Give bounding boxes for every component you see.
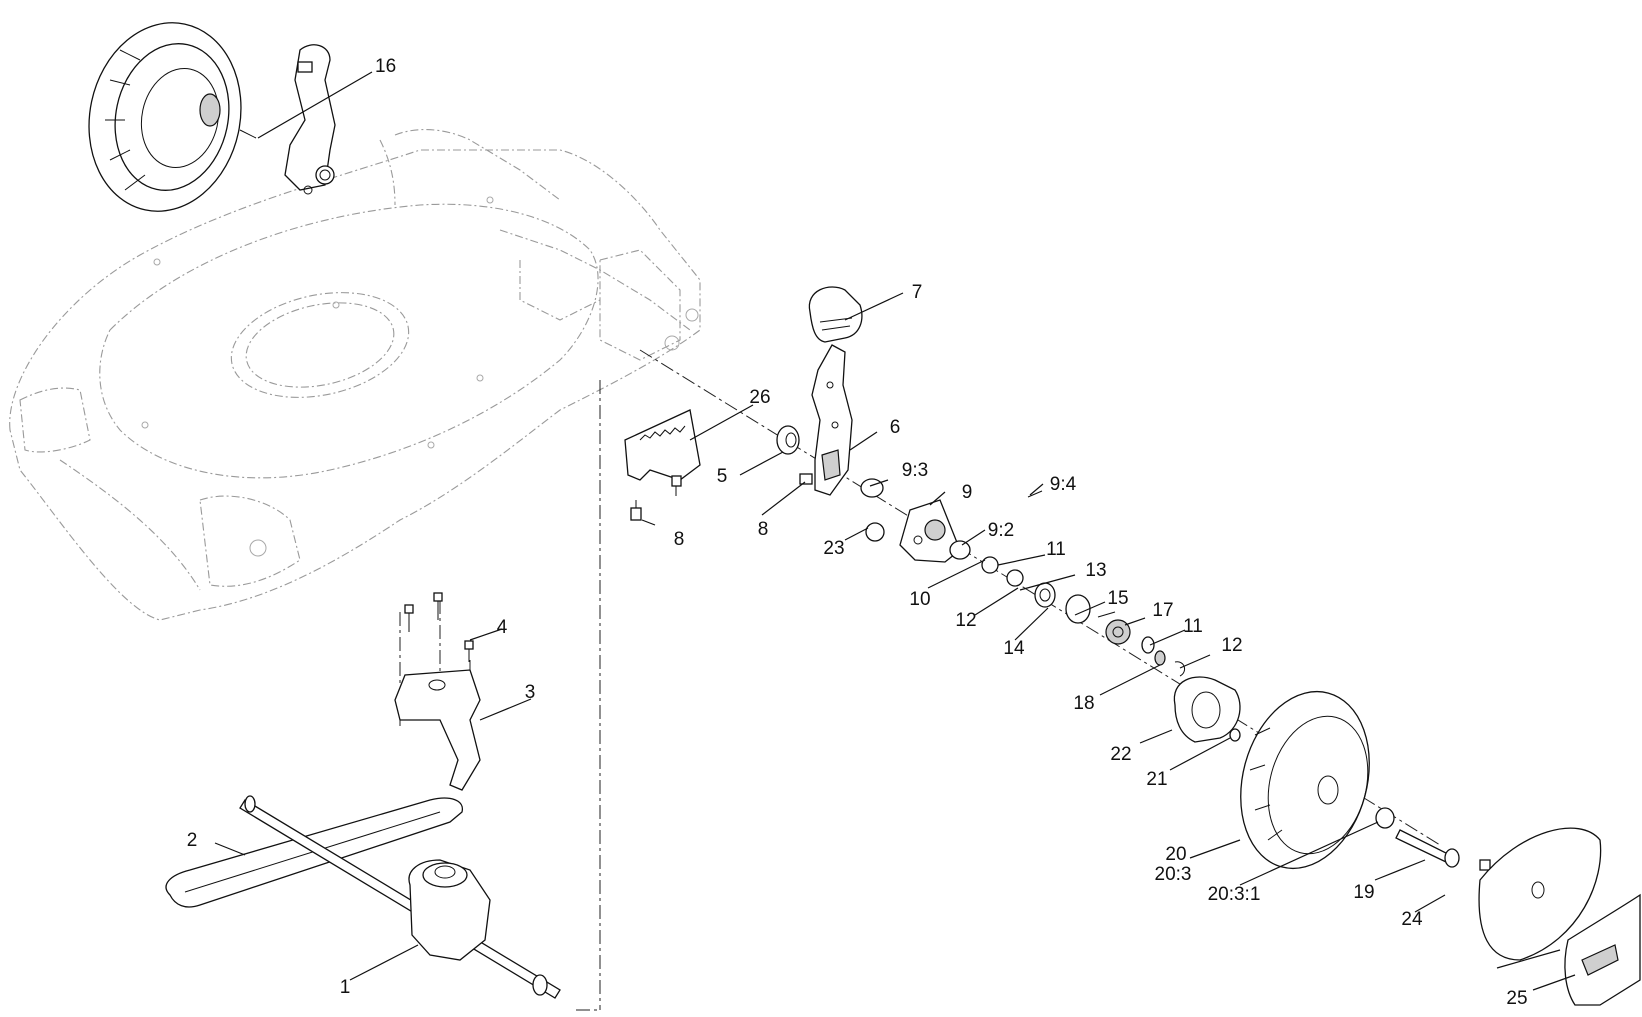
callout-8-right: 8 [758,519,769,540]
callout-13: 13 [1085,560,1106,581]
callout-labels: 16 7 26 6 5 9:3 9 9:4 8 8 23 9:2 11 13 1… [187,56,1528,1009]
callout-22: 22 [1110,744,1131,765]
transmission-and-belt [165,795,561,999]
front-wheel [1240,690,1395,870]
callout-16: 16 [375,56,396,77]
callout-3: 3 [525,682,536,703]
callout-23: 23 [823,538,844,559]
callout-26: 26 [749,387,770,408]
callout-25: 25 [1506,988,1527,1009]
leader-lines [214,71,1576,991]
height-lever-grip [808,286,863,343]
belt-cover-bracket [394,592,481,791]
height-lever-plate [811,344,853,496]
bolts [630,473,813,521]
drive-hardware [981,556,1186,677]
callout-10: 10 [909,589,930,610]
callout-11-upper: 11 [1046,539,1066,560]
gear-housing-cap [1173,676,1241,743]
callout-15: 15 [1107,588,1128,609]
callout-18: 18 [1073,693,1094,714]
callout-2: 2 [187,830,198,851]
callout-20: 20 [1165,844,1186,865]
hubcap-insert [1564,893,1641,1006]
callout-7: 7 [912,282,923,303]
mower-deck-phantom [9,129,701,621]
rear-wheel-assembly [88,22,336,212]
callout-20-3: 20:3 [1155,864,1192,885]
callout-14: 14 [1003,638,1025,659]
index-plate [624,409,701,481]
callout-11-lower: 11 [1183,616,1203,637]
callout-20-3-1: 20:3:1 [1208,884,1261,905]
bushing [776,425,800,455]
callout-19: 19 [1353,882,1374,903]
callout-6: 6 [890,417,901,438]
callout-9: 9 [962,482,973,503]
callout-5: 5 [717,466,728,487]
alignment-axis-lines [399,349,1441,1011]
callout-4: 4 [497,617,508,638]
axle-bolt [1395,829,1491,871]
callout-9-4: 9:4 [1050,474,1077,495]
callout-12-upper: 12 [955,610,976,631]
wheel-bracket-assembly [860,478,1043,563]
callout-1: 1 [340,977,351,998]
callout-12-lower: 12 [1221,635,1242,656]
callout-9-3: 9:3 [902,460,928,481]
callout-8-left: 8 [674,529,685,550]
callout-17: 17 [1152,600,1173,621]
callout-24: 24 [1401,909,1423,930]
hubcap [1478,827,1602,961]
callout-21: 21 [1146,769,1167,790]
callout-9-2: 9:2 [988,520,1014,541]
